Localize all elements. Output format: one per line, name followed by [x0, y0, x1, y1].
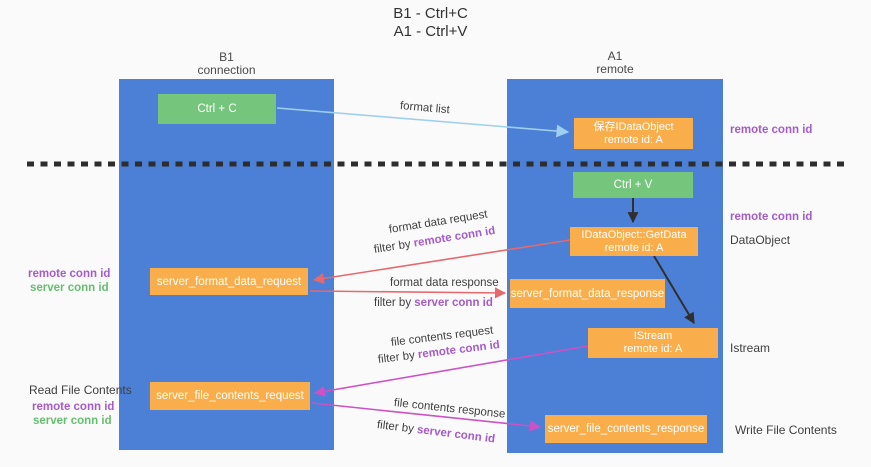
node-ctrl-v-label: Ctrl + V — [613, 179, 653, 191]
node-server-file-contents-response-label: server_file_contents_response — [547, 423, 705, 435]
node-istream: IStream remote id: A — [588, 328, 718, 358]
node-istream-line1: IStream — [633, 330, 673, 342]
node-server-format-data-request: server_format_data_request — [150, 268, 308, 295]
node-save-idataobject: 保存IDataObject remote id: A — [574, 118, 693, 149]
node-idataobject-getdata-line2: remote id: A — [604, 241, 664, 254]
left-label-server-conn-id-top: server conn id — [30, 282, 109, 294]
left-column-subtitle: connection — [197, 63, 256, 77]
diagram-title: B1 - Ctrl+C A1 - Ctrl+V — [0, 5, 861, 41]
node-ctrl-c-label: Ctrl + C — [197, 103, 237, 115]
label-file-contents-response-filter: filter by server conn id — [376, 419, 495, 445]
right-column-subtitle: remote — [596, 62, 634, 76]
left-column-header: B1 connection — [119, 51, 334, 77]
left-label-read-file-contents: Read File Contents — [29, 383, 132, 397]
node-server-format-data-request-label: server_format_data_request — [156, 275, 302, 288]
title-line-1: B1 - Ctrl+C — [393, 5, 468, 22]
label-format-list: format list — [399, 100, 451, 117]
filter-by-text: filter by — [376, 419, 415, 436]
node-server-file-contents-response: server_file_contents_response — [545, 415, 707, 443]
node-ctrl-c: Ctrl + C — [158, 94, 276, 124]
node-server-file-contents-request-label: server_file_contents_request — [156, 390, 304, 402]
node-idataobject-getdata: IDataObject::GetData remote id: A — [570, 227, 698, 256]
right-label-istream: Istream — [730, 341, 771, 355]
label-format-data-response: format data response — [390, 277, 499, 289]
title-line-2: A1 - Ctrl+V — [393, 23, 468, 40]
right-label-write-file-contents: Write File Contents — [735, 423, 837, 437]
right-label-remote-conn-id-mid: remote conn id — [730, 211, 813, 223]
right-column-name: A1 — [607, 49, 623, 63]
filter-by-text: filter by — [373, 238, 412, 256]
node-ctrl-v: Ctrl + V — [573, 172, 693, 198]
server-conn-id-text: server conn id — [414, 297, 493, 309]
node-idataobject-getdata-line1: IDataObject::GetData — [581, 228, 687, 241]
node-save-idataobject-line2: remote id: A — [604, 133, 663, 146]
label-format-data-response-filter: filter by server conn id — [374, 297, 493, 309]
node-server-format-data-response: server_format_data_response — [510, 279, 665, 308]
right-label-dataobject: DataObject — [730, 233, 791, 247]
right-column-header: A1 remote — [507, 50, 723, 76]
left-label-remote-conn-id-top: remote conn id — [28, 268, 111, 280]
left-column-name: B1 — [219, 50, 234, 64]
filter-by-text: filter by — [374, 297, 412, 309]
node-istream-line2: remote id: A — [623, 343, 683, 355]
server-conn-id-text: server conn id — [416, 423, 496, 446]
right-label-remote-conn-id-top: remote conn id — [730, 124, 813, 136]
node-server-file-contents-request: server_file_contents_request — [150, 382, 310, 410]
label-file-contents-response: file contents response — [393, 397, 506, 421]
arrow-format-data-response — [309, 287, 507, 299]
left-label-server-conn-id-bottom: server conn id — [33, 415, 112, 427]
node-save-idataobject-line1: 保存IDataObject — [593, 120, 674, 133]
left-label-remote-conn-id-bottom: remote conn id — [32, 401, 115, 413]
filter-by-text: filter by — [377, 349, 416, 366]
node-server-format-data-response-label: server_format_data_response — [510, 287, 665, 300]
